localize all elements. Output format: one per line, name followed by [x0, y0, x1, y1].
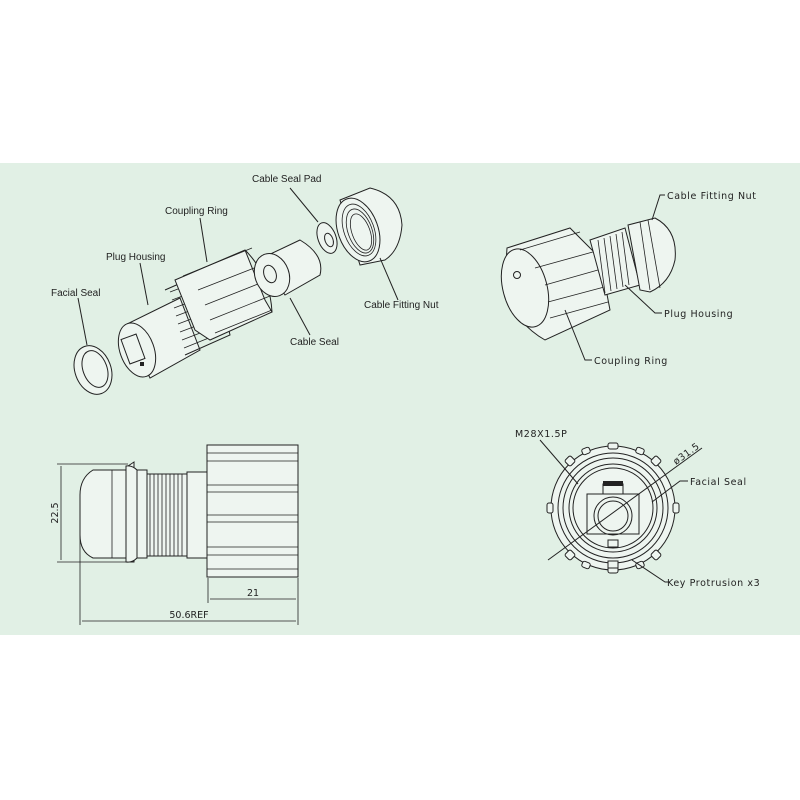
side-view: 22.5 21 50.6REF	[50, 444, 299, 625]
label-cable-fitting-nut-assembled: Cable Fitting Nut	[667, 191, 757, 202]
cable-seal-part	[253, 239, 322, 297]
label-cable-seal-pad: Cable Seal Pad	[252, 174, 322, 185]
front-view: M28X1.5P ø31.5 Facial Seal Key Protrusio…	[515, 429, 760, 589]
label-cable-seal: Cable Seal	[290, 337, 339, 348]
cable-seal-pad-part	[316, 222, 338, 254]
label-plug-housing-assembled: Plug Housing	[664, 309, 733, 320]
label-coupling-ring-assembled: Coupling Ring	[594, 356, 668, 367]
exploded-view: Facial Seal Plug Housing Coupling Ring C…	[51, 174, 439, 395]
dim-height: 22.5	[50, 502, 61, 523]
cable-fitting-nut-part	[335, 187, 403, 266]
dim-overall-length: 50.6REF	[169, 610, 208, 621]
label-coupling-ring: Coupling Ring	[165, 206, 228, 217]
label-thread-spec: M28X1.5P	[515, 429, 567, 440]
dim-ring-length: 21	[247, 588, 259, 599]
facial-seal-part	[73, 345, 113, 395]
label-cable-fitting-nut: Cable Fitting Nut	[364, 300, 439, 311]
coupling-ring-part	[174, 247, 273, 341]
assembled-view: Cable Fitting Nut Plug Housing Coupling …	[500, 191, 757, 367]
label-key-protrusion: Key Protrusion x3	[667, 578, 760, 589]
label-facial-seal-front: Facial Seal	[690, 477, 747, 488]
label-facial-seal: Facial Seal	[51, 288, 100, 299]
label-plug-housing: Plug Housing	[106, 252, 165, 263]
label-diameter: ø31.5	[671, 441, 702, 468]
